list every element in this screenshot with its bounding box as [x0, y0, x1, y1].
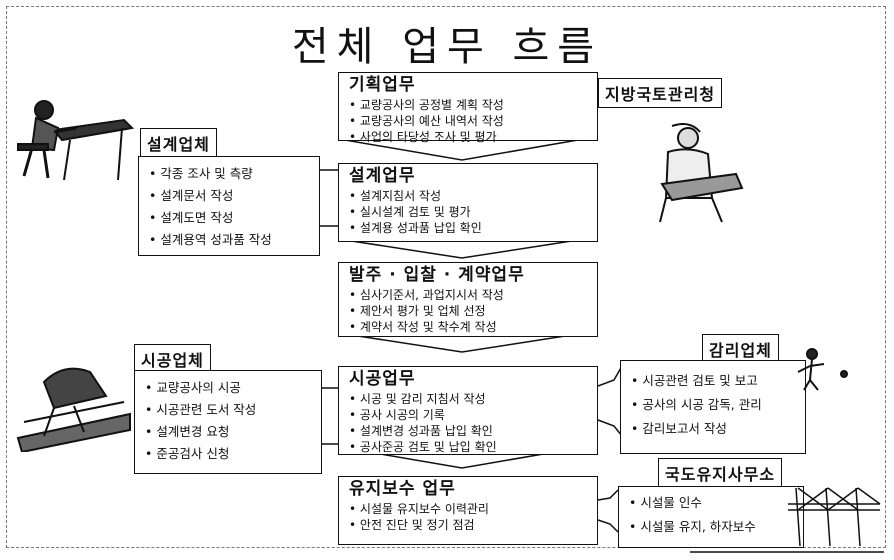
construction-work-item: 설계변경 성과품 납입 확인 — [349, 423, 589, 439]
construction-firm-label: 시공업체 — [134, 344, 211, 374]
design-firm-label: 설계업체 — [140, 128, 217, 158]
construction-firm-item: 준공검사 신청 — [145, 443, 311, 465]
design-work-item: 설계용 성과품 납입 확인 — [349, 220, 589, 236]
maintenance-office-item: 시설물 인수 — [629, 491, 793, 515]
design-firm-item: 설계도면 작성 — [149, 207, 309, 229]
supervision-firm-item: 감리보고서 작성 — [631, 417, 795, 441]
construction-firm-box: 교량공사의 시공 시공관련 도서 작성 설계변경 요청 준공검사 신청 — [134, 370, 322, 474]
planning-item: 교량공사의 예산 내역서 작성 — [349, 113, 589, 129]
planning-work-box: 기획업무 교량공사의 공정별 계획 작성 교량공사의 예산 내역서 작성 사업의… — [338, 72, 598, 144]
construction-work-box: 시공업무 시공 및 감리 지침서 작성 공사 시공의 기록 설계변경 성과품 납… — [338, 366, 598, 455]
construction-firm-item: 설계변경 요청 — [145, 421, 311, 443]
design-work-title: 설계업무 — [349, 166, 416, 186]
construction-work-title: 시공업무 — [349, 369, 416, 389]
contract-item: 제안서 평가 및 업체 선정 — [349, 303, 589, 319]
designer-at-desk-illustration — [17, 100, 135, 181]
ordering-bidding-contract-box: 발주 · 입찰 · 계약업무 심사기준서, 과업지시서 작성 제안서 평가 및 … — [338, 262, 598, 337]
planning-item: 교량공사의 공정별 계획 작성 — [349, 97, 589, 113]
design-firm-item: 각종 조사 및 측량 — [149, 163, 309, 185]
maintenance-work-title: 유지보수 업무 — [349, 479, 456, 499]
design-work-item: 설계지침서 작성 — [349, 188, 589, 204]
official-reading-illustration — [659, 123, 744, 223]
supervision-firm-item: 시공관련 검토 및 보고 — [631, 369, 795, 393]
maintenance-office-box: 시설물 인수 시설물 유지, 하자보수 — [618, 486, 804, 548]
contract-item: 심사기준서, 과업지시서 작성 — [349, 287, 589, 303]
maintenance-work-item: 안전 진단 및 정기 점검 — [349, 517, 589, 533]
page-frame — [6, 6, 886, 548]
design-firm-item: 설계문서 작성 — [149, 185, 309, 207]
maintenance-work-box: 유지보수 업무 시설물 유지보수 이력관리 안전 진단 및 정기 점검 — [338, 476, 598, 545]
planning-work-title: 기획업무 — [349, 75, 416, 95]
construction-work-item: 시공 및 감리 지침서 작성 — [349, 391, 589, 407]
design-firm-box: 각종 조사 및 측량 설계문서 작성 설계도면 작성 설계용역 성과품 작성 — [138, 156, 320, 256]
construction-worker-illustration — [16, 367, 131, 452]
design-work-item: 실시설계 검토 및 평가 — [349, 204, 589, 220]
construction-firm-item: 시공관련 도서 작성 — [145, 399, 311, 421]
diagram-title: 전체 업무 흐름 — [291, 24, 603, 70]
construction-work-item: 공사준공 검토 및 납입 확인 — [349, 439, 589, 455]
supervision-firm-item: 공사의 시공 감독, 관리 — [631, 393, 795, 417]
bridge-illustration — [788, 487, 881, 547]
ordering-bidding-contract-title: 발주 · 입찰 · 계약업무 — [349, 265, 525, 285]
maintenance-work-item: 시설물 유지보수 이력관리 — [349, 501, 589, 517]
design-work-box: 설계업무 설계지침서 작성 실시설계 검토 및 평가 설계용 성과품 납입 확인 — [338, 163, 598, 242]
contract-item: 계약서 작성 및 착수계 작성 — [349, 319, 589, 335]
planning-item: 사업의 타당성 조사 및 평가 — [349, 129, 589, 145]
design-firm-item: 설계용역 성과품 작성 — [149, 229, 309, 251]
maintenance-office-item: 시설물 유지, 하자보수 — [629, 515, 793, 539]
maintenance-office-label: 국도유지사무소 — [658, 458, 783, 488]
supervision-firm-label: 감리업체 — [702, 334, 779, 364]
construction-firm-item: 교량공사의 시공 — [145, 377, 311, 399]
construction-work-item: 공사 시공의 기록 — [349, 407, 589, 423]
supervision-firm-box: 시공관련 검토 및 보고 공사의 시공 감독, 관리 감리보고서 작성 — [620, 360, 806, 454]
supervisor-illustration — [797, 348, 848, 391]
regional-office-label: 지방국토관리청 — [598, 78, 723, 108]
